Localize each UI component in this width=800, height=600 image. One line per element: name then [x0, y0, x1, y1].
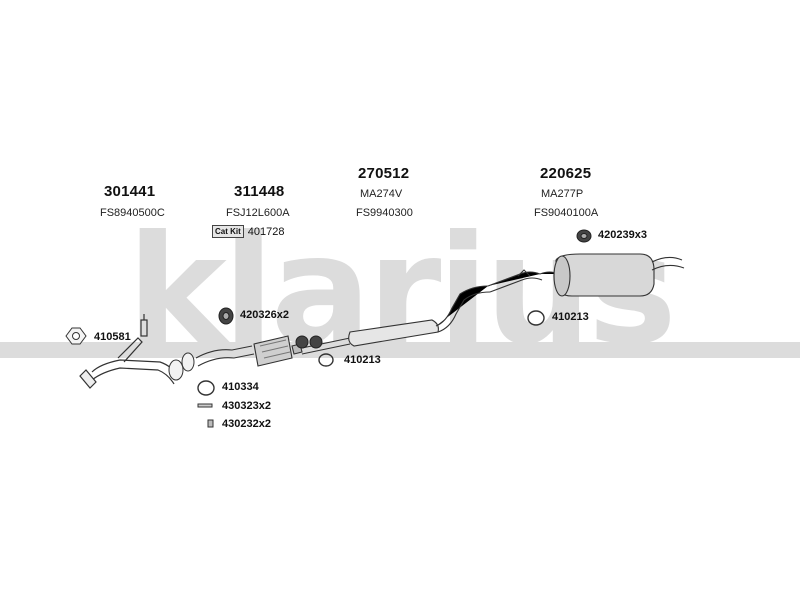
catalytic-converter	[195, 335, 303, 367]
cat-kit-reference: Cat Kit 401728	[212, 225, 285, 238]
accessory-label: 420326x2	[240, 309, 289, 321]
part-name: MA277P	[541, 188, 584, 200]
rubber-mount-icon	[218, 307, 234, 325]
part-name: MA274V	[360, 188, 403, 200]
part-number: 220625	[540, 165, 592, 182]
accessory-label: 430323x2	[222, 400, 271, 412]
front-pipe	[79, 314, 181, 389]
rubber-mount-icon	[295, 335, 323, 349]
oe-reference: FS9040100A	[534, 207, 599, 219]
accessory-label: 410334	[222, 381, 259, 393]
center-silencer	[301, 269, 543, 355]
bolt-icon	[197, 403, 213, 408]
rear-silencer	[539, 253, 685, 297]
oe-reference: FS9940300	[356, 207, 413, 219]
cat-kit-badge: Cat Kit	[212, 225, 244, 238]
accessory-label: 410581	[94, 331, 131, 343]
part-number: 301441	[104, 183, 156, 200]
accessory-label: 430232x2	[222, 418, 271, 430]
part-number: 311448	[234, 183, 285, 200]
gasket-icon	[65, 327, 87, 345]
part-number: 270512	[358, 165, 410, 182]
oe-reference: FS8940500C	[100, 207, 165, 219]
accessory-label: 410213	[344, 354, 381, 366]
rubber-mount-icon	[576, 229, 592, 243]
nut-icon	[207, 419, 214, 428]
flange	[168, 352, 195, 381]
cat-kit-number: 401728	[247, 225, 285, 238]
oe-reference: FSJ12L600A	[226, 207, 290, 219]
accessory-label: 420239x3	[598, 229, 647, 241]
sealing-ring-icon	[197, 310, 545, 396]
accessory-label: 410213	[552, 311, 589, 323]
